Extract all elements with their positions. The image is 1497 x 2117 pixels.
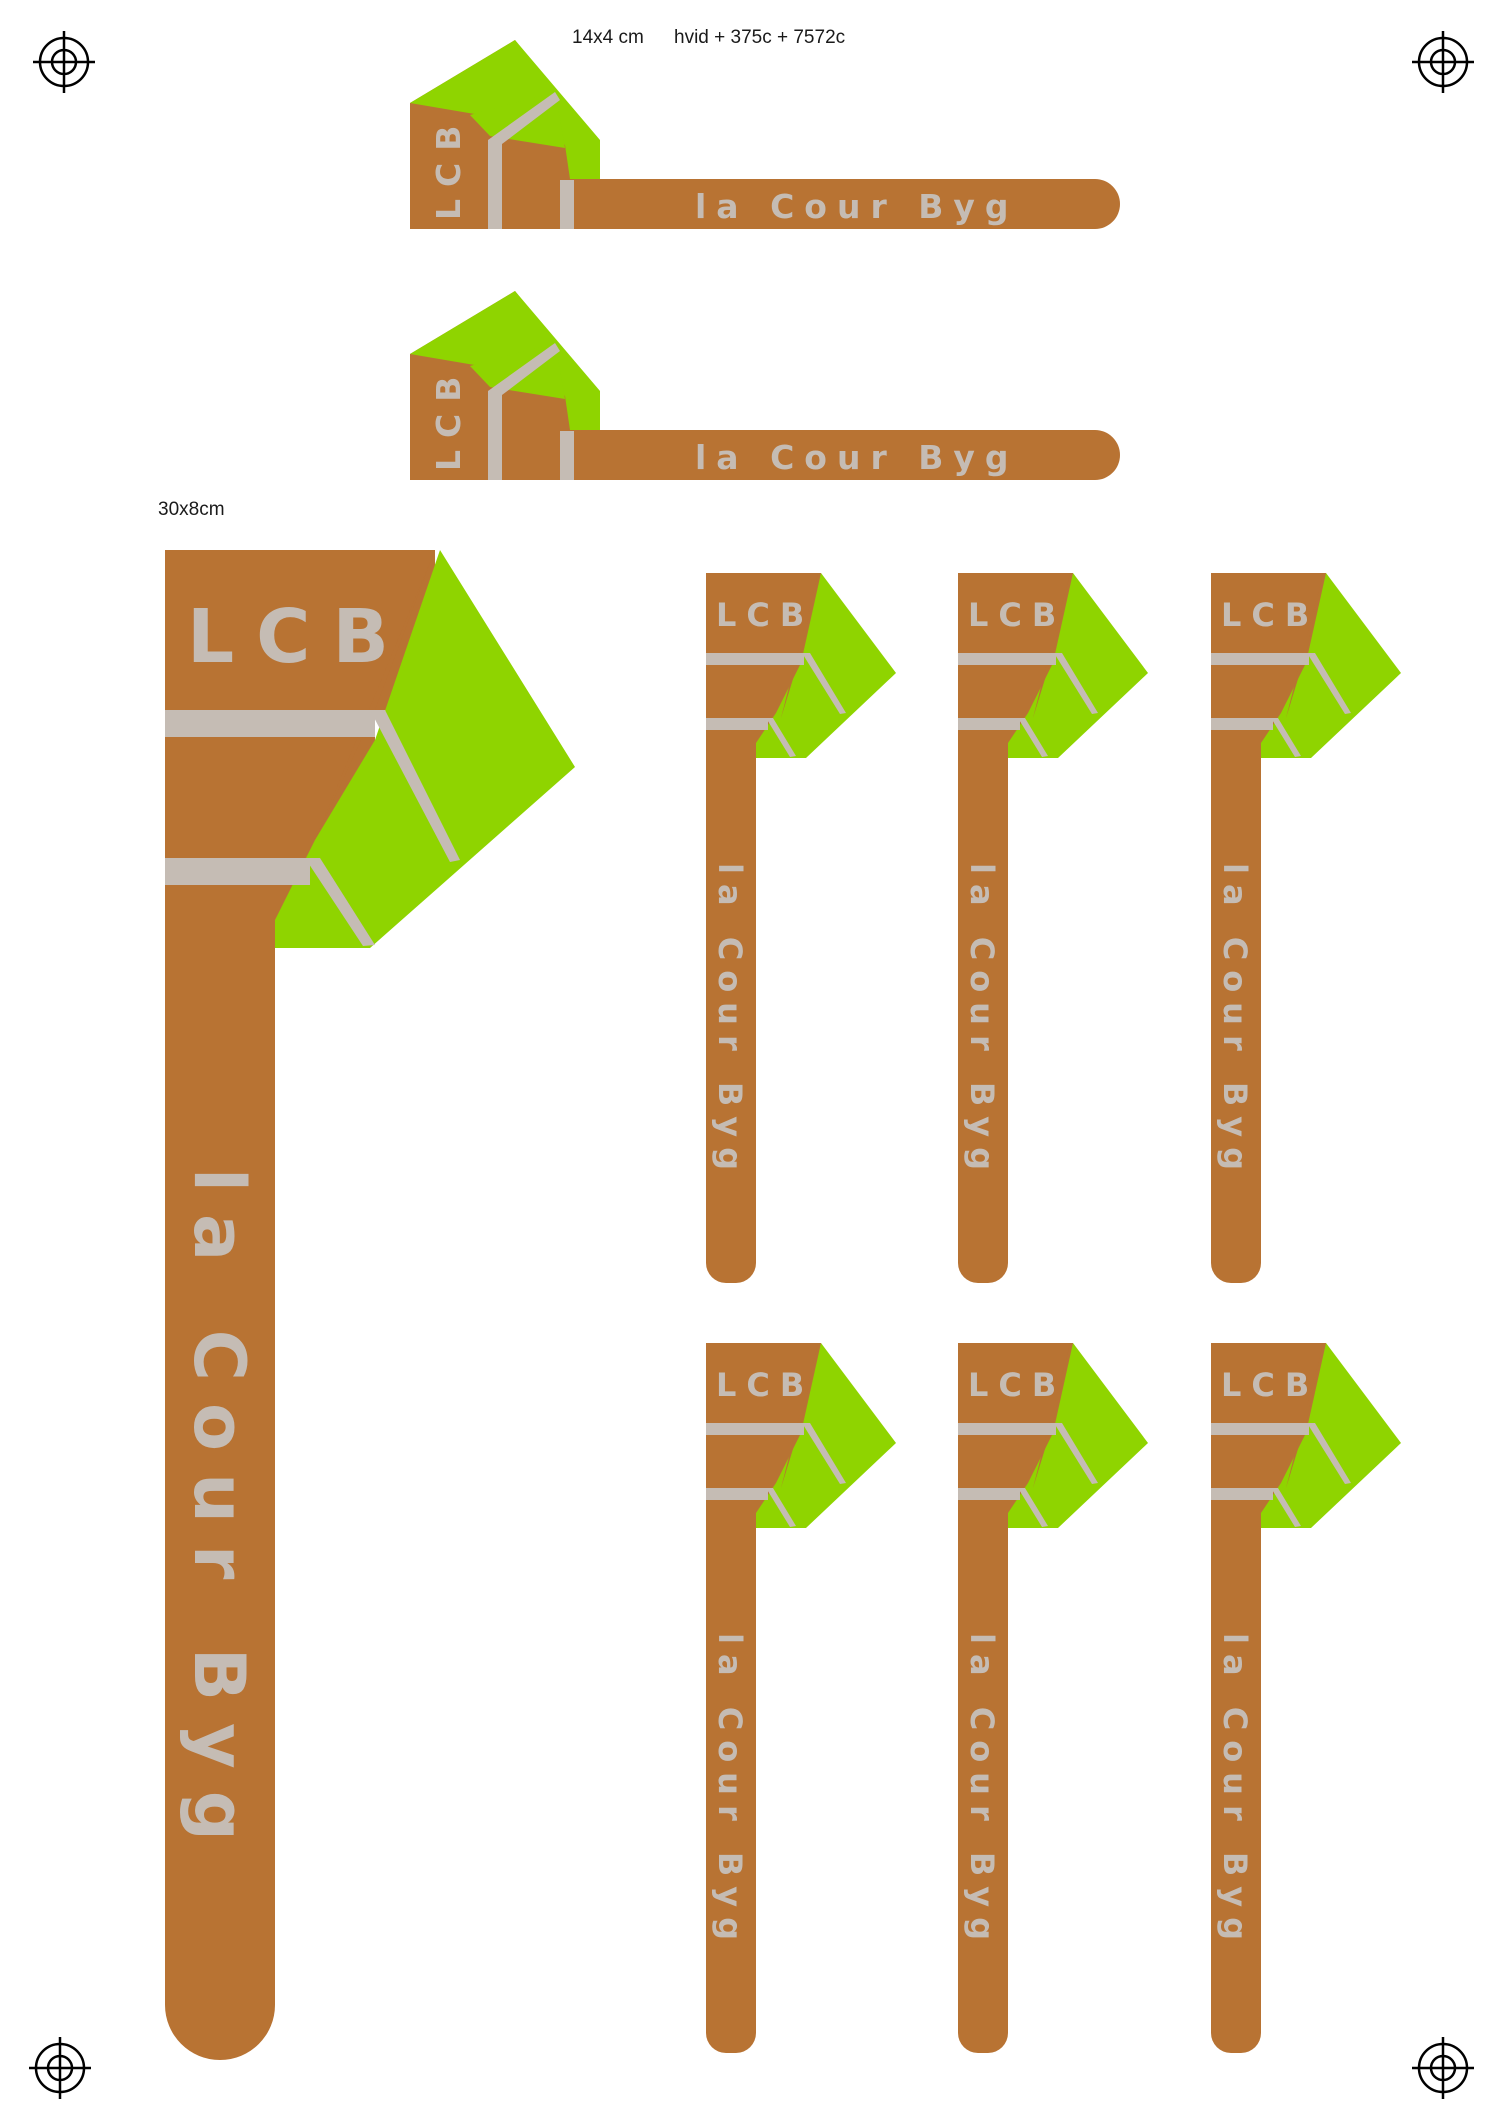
logo-vertical-small-5: LCB la Cour Byg: [958, 1343, 1148, 2053]
logo-name: la Cour Byg: [695, 187, 1019, 226]
registration-mark-icon: [1412, 2037, 1474, 2099]
logo-initials: LCB: [429, 365, 468, 471]
logo-vertical-large: LCB la Cour Byg: [165, 550, 575, 2060]
registration-mark-icon: [33, 31, 95, 93]
size-label-large: 30x8cm: [158, 499, 225, 520]
logo-name: la Cour Byg: [963, 863, 1001, 1180]
logo-initials: LCB: [716, 596, 814, 634]
logo-initials: LCB: [968, 1366, 1066, 1404]
logo-initials: LCB: [1221, 596, 1319, 634]
logo-initials: LCB: [1221, 1366, 1319, 1404]
logo-horizontal-2: LCB la Cour Byg: [410, 291, 1120, 480]
logo-initials: LCB: [968, 596, 1066, 634]
logo-name: la Cour Byg: [1216, 1633, 1254, 1950]
registration-mark-icon: [29, 2037, 91, 2099]
logo-name: la Cour Byg: [711, 1633, 749, 1950]
size-label-small: 14x4 cm: [572, 27, 644, 48]
logo-vertical-small-4: LCB la Cour Byg: [706, 1343, 896, 2053]
logo-initials: LCB: [716, 1366, 814, 1404]
logo-vertical-small-1: LCB la Cour Byg: [706, 573, 896, 1283]
logo-name: la Cour Byg: [178, 1168, 260, 1863]
logo-vertical-small-6: LCB la Cour Byg: [1211, 1343, 1401, 2053]
logo-name: la Cour Byg: [695, 438, 1019, 477]
logo-name: la Cour Byg: [1216, 863, 1254, 1180]
logo-horizontal-1: LCB la Cour Byg: [410, 40, 1120, 229]
logo-vertical-small-2: LCB la Cour Byg: [958, 573, 1148, 1283]
logo-name: la Cour Byg: [711, 863, 749, 1180]
color-spec-label: hvid + 375c + 7572c: [674, 27, 846, 48]
registration-mark-icon: [1412, 31, 1474, 93]
logo-initials: LCB: [429, 114, 468, 220]
logo-vertical-small-3: LCB la Cour Byg: [1211, 573, 1401, 1283]
logo-name: la Cour Byg: [963, 1633, 1001, 1950]
logo-initials: LCB: [187, 594, 411, 680]
